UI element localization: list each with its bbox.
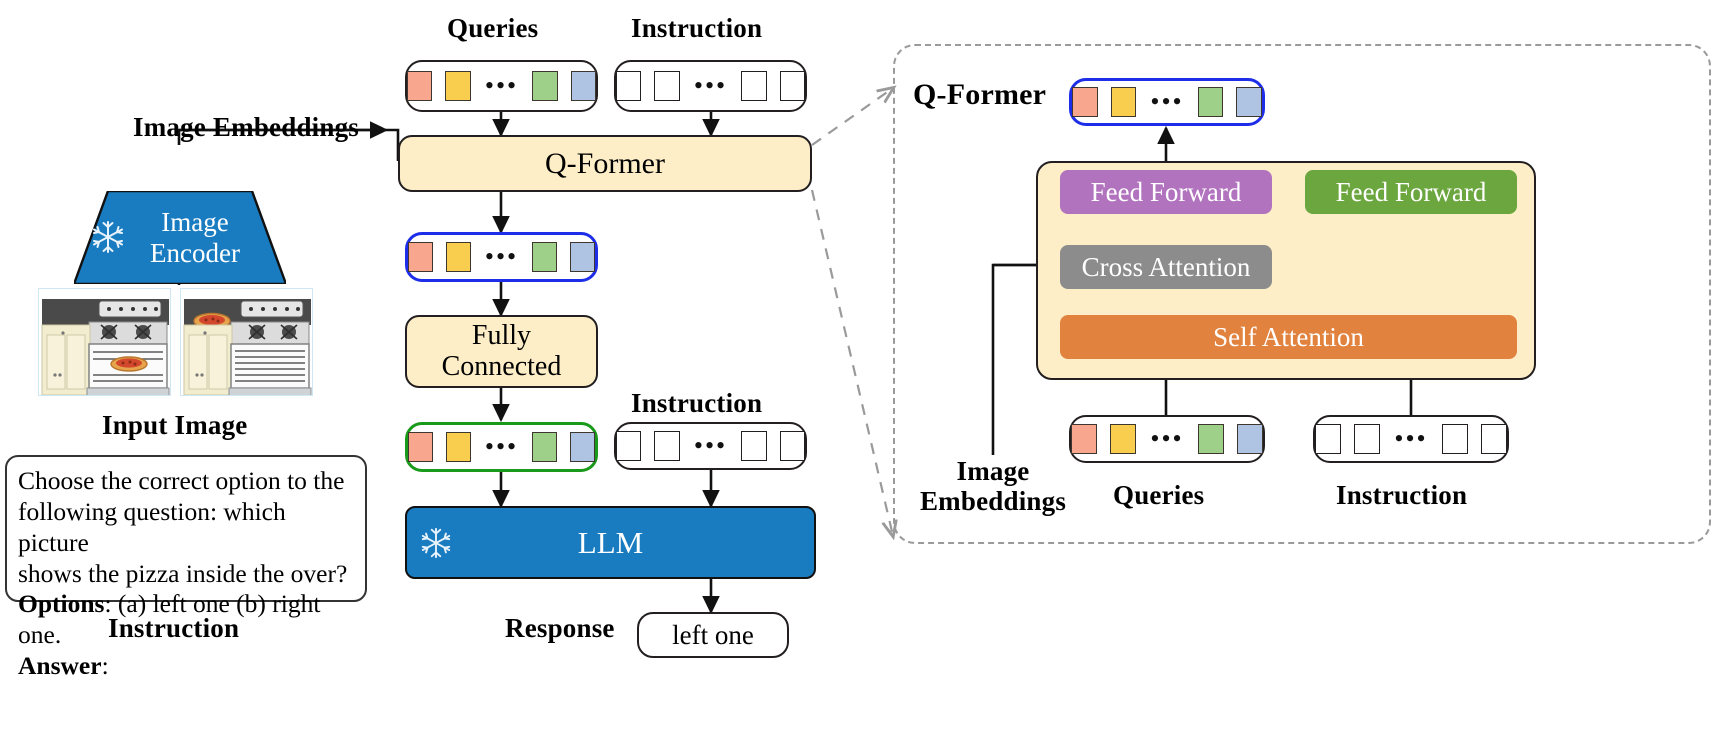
instruction-token-strip-mid[interactable]: ••• — [614, 422, 807, 470]
instruction-token-1 — [616, 431, 642, 461]
llm-token-yellow — [445, 432, 471, 462]
ellipsis-icon: ••• — [1150, 424, 1184, 453]
feed-forward-left-label: Feed Forward — [1090, 176, 1242, 207]
options-text: : (a) left one (b) right one. — [18, 589, 321, 650]
instruction-token-strip-top[interactable]: ••• — [614, 60, 807, 112]
query-token-red — [407, 71, 433, 101]
fully-connected-line1: Fully — [471, 319, 532, 351]
q-former-block[interactable]: Q-Former — [398, 135, 812, 192]
output-token-red — [408, 242, 433, 272]
instruction-label-top: Instruction — [631, 13, 763, 43]
detail-image-embeddings-line1: Image — [956, 456, 1030, 486]
input-photo-right[interactable] — [180, 288, 313, 396]
detail-image-embeddings-line2: Embeddings — [919, 486, 1067, 517]
llm-label: LLM — [577, 524, 644, 560]
ellipsis-icon: ••• — [1394, 424, 1428, 453]
instruction-options-line: Options: (a) left one (b) right one. — [18, 589, 354, 651]
output-token-blue — [570, 242, 595, 272]
output-token-yellow — [1110, 87, 1137, 117]
llm-token-blue — [570, 432, 595, 462]
instruction-token-1 — [616, 71, 642, 101]
feed-forward-left-block[interactable]: Feed Forward — [1060, 170, 1272, 214]
query-token-red — [1071, 424, 1098, 454]
response-label: Response — [505, 613, 615, 643]
qformer-output-token-strip[interactable]: ••• — [405, 232, 598, 282]
query-token-blue — [570, 71, 596, 101]
output-token-green — [1197, 87, 1224, 117]
qformer-detail-query-tokens[interactable]: ••• — [1069, 415, 1265, 463]
llm-input-token-strip[interactable]: ••• — [405, 422, 598, 472]
feed-forward-right-label: Feed Forward — [1335, 176, 1487, 207]
instruction-token-4 — [1480, 424, 1507, 454]
input-photo-left[interactable] — [38, 288, 171, 396]
llm-token-red — [408, 432, 433, 462]
detail-image-embeddings-label: Image Embeddings — [908, 456, 1078, 516]
output-token-green — [532, 242, 558, 272]
response-value: left one — [672, 619, 754, 650]
instruction-token-2 — [1354, 424, 1381, 454]
ellipsis-icon: ••• — [484, 242, 519, 271]
query-token-blue — [1236, 424, 1263, 454]
instruction-token-4 — [779, 431, 805, 461]
qformer-detail-output-tokens[interactable]: ••• — [1069, 78, 1265, 126]
cross-attention-block[interactable]: Cross Attention — [1060, 245, 1272, 289]
output-token-yellow — [445, 242, 471, 272]
ellipsis-icon: ••• — [693, 71, 728, 100]
instruction-token-2 — [654, 71, 680, 101]
ellipsis-icon: ••• — [484, 432, 519, 461]
q-former-label: Q-Former — [545, 146, 665, 180]
self-attention-label: Self Attention — [1213, 321, 1364, 352]
query-token-green — [1197, 424, 1224, 454]
output-token-blue — [1236, 87, 1262, 117]
ellipsis-icon: ••• — [484, 71, 519, 100]
qformer-detail-instruction-tokens[interactable]: ••• — [1313, 415, 1509, 463]
query-token-yellow — [445, 71, 471, 101]
instruction-token-2 — [654, 431, 680, 461]
response-value-box: left one — [637, 612, 789, 658]
answer-label: Answer — [18, 651, 102, 681]
instruction-label-mid: Instruction — [631, 388, 763, 418]
query-token-yellow — [1110, 424, 1137, 454]
llm-block[interactable]: LLM — [405, 506, 816, 579]
fully-connected-block[interactable]: Fully Connected — [405, 315, 598, 388]
fully-connected-line2: Connected — [441, 350, 562, 382]
queries-token-strip-top[interactable]: ••• — [405, 60, 598, 112]
qformer-detail-panel — [893, 44, 1711, 544]
instruction-line-1: Choose the correct option to the — [18, 466, 345, 495]
instruction-token-1 — [1315, 424, 1342, 454]
instruction-token-3 — [1441, 424, 1468, 454]
self-attention-block[interactable]: Self Attention — [1060, 315, 1517, 359]
answer-text: : — [101, 651, 109, 681]
output-token-red — [1072, 87, 1098, 117]
image-encoder-block[interactable]: Image Encoder — [74, 191, 286, 284]
input-image-label: Input Image — [102, 410, 248, 440]
instruction-line-2: following question: which picture — [18, 496, 286, 557]
instruction-line-3: shows the pizza inside the over? — [18, 558, 348, 588]
instruction-token-3 — [741, 71, 767, 101]
ellipsis-icon: ••• — [1150, 87, 1184, 116]
instruction-answer-line: Answer: — [18, 651, 354, 682]
options-label: Options — [18, 589, 105, 619]
detail-instruction-label: Instruction — [1336, 480, 1468, 510]
detail-queries-label: Queries — [1113, 480, 1205, 510]
feed-forward-right-block[interactable]: Feed Forward — [1305, 170, 1517, 214]
snowflake-icon — [421, 527, 451, 559]
llm-token-green — [532, 432, 558, 462]
ellipsis-icon: ••• — [693, 431, 728, 460]
instruction-card: Choose the correct option to the followi… — [5, 455, 367, 680]
image-embeddings-label: Image Embeddings — [133, 112, 359, 142]
instruction-caption: Instruction — [108, 613, 240, 643]
cross-attention-label: Cross Attention — [1081, 251, 1251, 282]
instruction-token-3 — [741, 431, 767, 461]
instruction-token-4 — [779, 71, 805, 101]
query-token-green — [532, 71, 558, 101]
queries-label-top: Queries — [447, 13, 539, 43]
qformer-detail-title: Q-Former — [913, 78, 1047, 111]
